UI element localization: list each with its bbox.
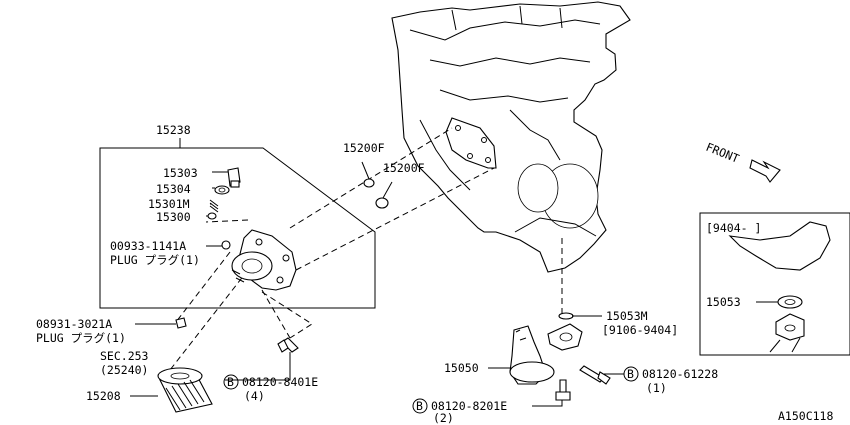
label-08120-8201e: 08120-8201E	[431, 399, 507, 413]
oil-pump-body	[231, 229, 297, 291]
label-inset-range: [9404- ]	[706, 221, 761, 235]
label-15200f-b: 15200F	[383, 161, 425, 175]
label-08120-8401e: 08120-8401E	[242, 375, 318, 389]
bolt-marker-8201e: B	[416, 399, 423, 413]
assembly-box-15238	[99, 138, 376, 309]
label-15303: 15303	[163, 166, 198, 180]
label-08120-8401e-qty: (4)	[244, 389, 265, 403]
plug-08931-3021a	[175, 317, 187, 329]
strainer-bolts	[555, 365, 611, 401]
label-08931-3021a: 08931-3021A	[36, 317, 112, 331]
o-rings-15200f	[363, 178, 389, 209]
label-15053m-range: [9106-9404]	[602, 323, 678, 337]
label-15304: 15304	[156, 182, 191, 196]
label-15200f-a: 15200F	[343, 141, 385, 155]
label-15053m: 15053M	[606, 309, 648, 323]
label-08120-61228: 08120-61228	[642, 367, 718, 381]
front-arrow-icon	[749, 159, 781, 183]
label-sec-253: SEC.253	[100, 349, 149, 363]
label-15050: 15050	[444, 361, 479, 375]
label-15238: 15238	[156, 123, 191, 137]
bolt-marker-61228: B	[627, 367, 634, 381]
label-front: FRONT	[704, 140, 741, 166]
projection-lines	[169, 127, 563, 371]
engine-block	[391, 1, 631, 273]
label-00933-1141a: 00933-1141A	[110, 239, 186, 253]
inset-box	[699, 212, 850, 356]
label-sec-253-sub: (25240)	[100, 363, 148, 377]
circled-b-icon: B B B	[223, 366, 639, 414]
label-plug-1: PLUG プラグ(1)	[110, 253, 200, 267]
drawing-id: A150C118	[778, 409, 833, 423]
label-inset-15053: 15053	[706, 295, 741, 309]
label-15300: 15300	[156, 210, 191, 224]
leader-lines	[130, 161, 778, 407]
bolt-marker-8401e: B	[227, 375, 234, 389]
bolt-8401e	[277, 337, 299, 353]
block-pump-mount	[445, 117, 497, 169]
o-ring-15053m	[558, 312, 574, 320]
regulator-parts	[207, 167, 241, 250]
label-15208: 15208	[86, 389, 121, 403]
oil-filter-15208	[157, 367, 213, 413]
label-08120-8201e-qty: (2)	[433, 411, 454, 425]
oil-strainer-15050	[509, 323, 583, 385]
label-15301m: 15301M	[148, 197, 190, 211]
label-plug-2: PLUG プラグ(1)	[36, 331, 126, 345]
label-08120-61228-qty: (1)	[646, 381, 667, 395]
